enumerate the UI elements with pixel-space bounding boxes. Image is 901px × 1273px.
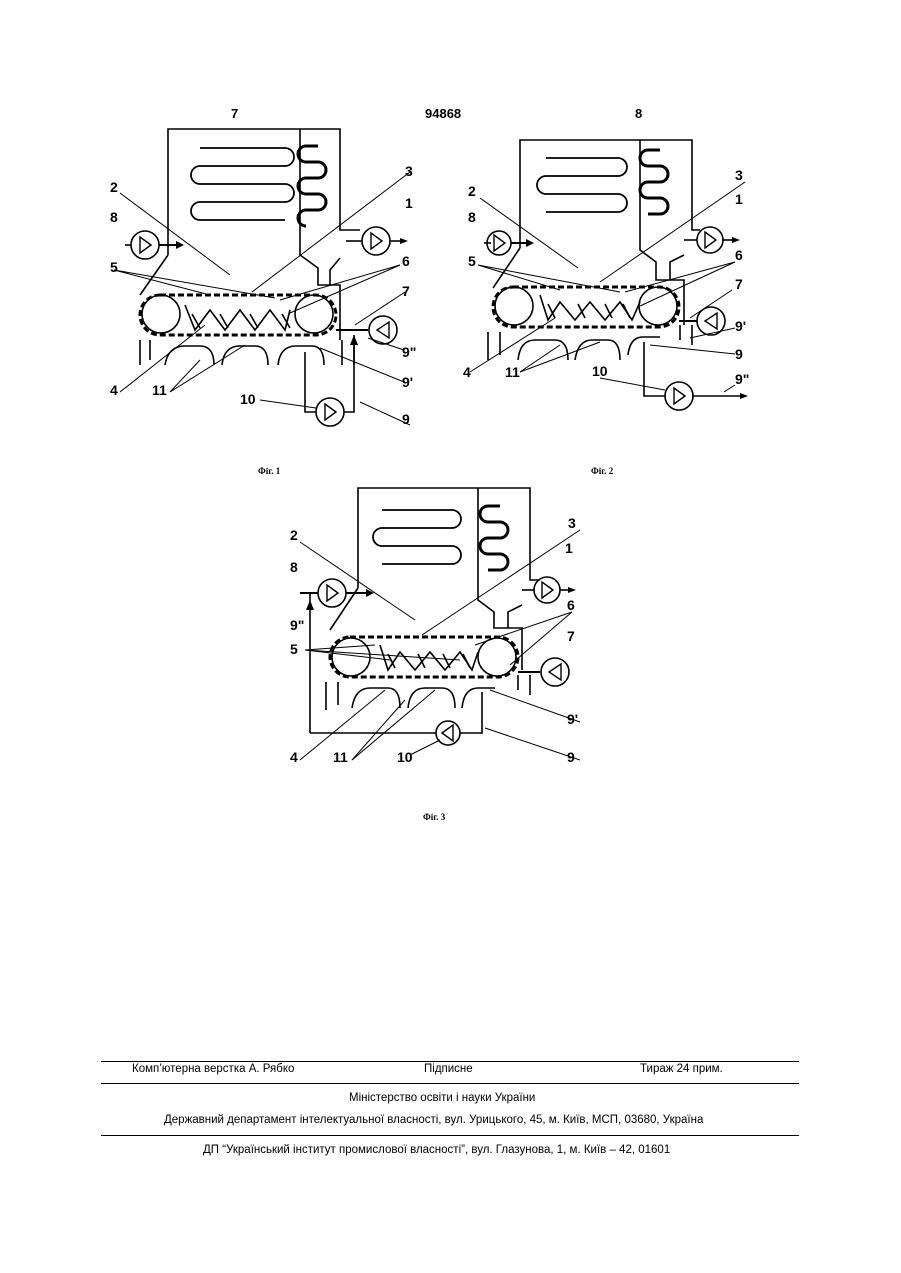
- fig3-label-5: 5: [290, 641, 298, 657]
- fig3-label-4: 4: [290, 749, 298, 765]
- footer-typesetting: Комп’ютерна верстка А. Рябко: [132, 1063, 294, 1075]
- fig3-label-7: 7: [567, 628, 575, 644]
- fig3-label-9p: 9': [567, 711, 578, 727]
- fig3-label-3: 3: [568, 515, 576, 531]
- fig3-label-1: 1: [565, 540, 573, 556]
- fig3-label-8: 8: [290, 559, 298, 575]
- fig3-label-10: 10: [397, 749, 413, 765]
- footer-signed: Підписне: [424, 1063, 473, 1075]
- footer-rule-middle: [101, 1083, 799, 1084]
- fig3-label-6: 6: [567, 597, 575, 613]
- footer-ministry: Міністерство освіти і науки України: [349, 1092, 535, 1104]
- figure-3-caption: Фіг. 3: [423, 812, 445, 822]
- fig3-label-9pp: 9": [290, 617, 304, 633]
- fig3-label-9: 9: [567, 749, 575, 765]
- footer-rule-bottom: [101, 1135, 799, 1136]
- footer-department: Державний департамент інтелектуальної вл…: [164, 1114, 703, 1126]
- fig3-label-11: 11: [333, 749, 348, 765]
- footer-institute: ДП “Український інститут промислової вла…: [203, 1144, 670, 1156]
- footer-rule-top: [101, 1061, 799, 1062]
- footer-circulation: Тираж 24 прим.: [640, 1063, 723, 1075]
- fig3-label-2: 2: [290, 527, 298, 543]
